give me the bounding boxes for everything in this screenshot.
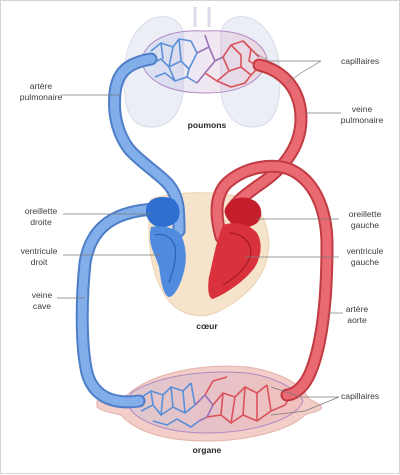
label-capillaires-bottom: capillaires xyxy=(341,391,379,401)
label-veine-cave-line1: veine xyxy=(32,290,53,300)
left-heart xyxy=(208,197,262,299)
label-ventricule-droit-line1: ventricule xyxy=(21,246,58,256)
label-artere-aorte-line2: aorte xyxy=(347,315,367,325)
right-heart xyxy=(145,197,186,297)
label-coeur: cœur xyxy=(196,321,218,331)
label-oreillette-gauche-line1: oreillette xyxy=(349,209,382,219)
label-artere-aorte-line1: artère xyxy=(346,304,369,314)
label-veine-cave-line2: cave xyxy=(33,301,51,311)
label-capillaires-top: capillaires xyxy=(341,56,379,66)
label-ventricule-droit-line2: droit xyxy=(31,257,48,267)
leader-lines xyxy=(57,52,343,416)
label-artere-pulmonaire-line1: artère xyxy=(30,81,53,91)
label-oreillette-droite-line1: oreillette xyxy=(25,206,58,216)
label-ventricule-gauche-line2: gauche xyxy=(351,257,379,267)
labels: capillaires artère pulmonaire poumons ve… xyxy=(20,56,384,455)
label-organe: organe xyxy=(193,445,222,455)
label-veine-pulmonaire-line1: veine xyxy=(352,104,373,114)
organ xyxy=(96,365,322,442)
label-poumons: poumons xyxy=(188,120,227,130)
label-oreillette-gauche-line2: gauche xyxy=(351,220,379,230)
lung-capillaries xyxy=(140,30,268,94)
label-veine-pulmonaire-line2: pulmonaire xyxy=(341,115,384,125)
label-artere-pulmonaire-line2: pulmonaire xyxy=(20,92,63,102)
label-ventricule-gauche-line1: ventricule xyxy=(347,246,384,256)
blue-vessels xyxy=(75,52,186,409)
label-oreillette-droite-line2: droite xyxy=(30,217,52,227)
red-vessels xyxy=(210,58,334,402)
